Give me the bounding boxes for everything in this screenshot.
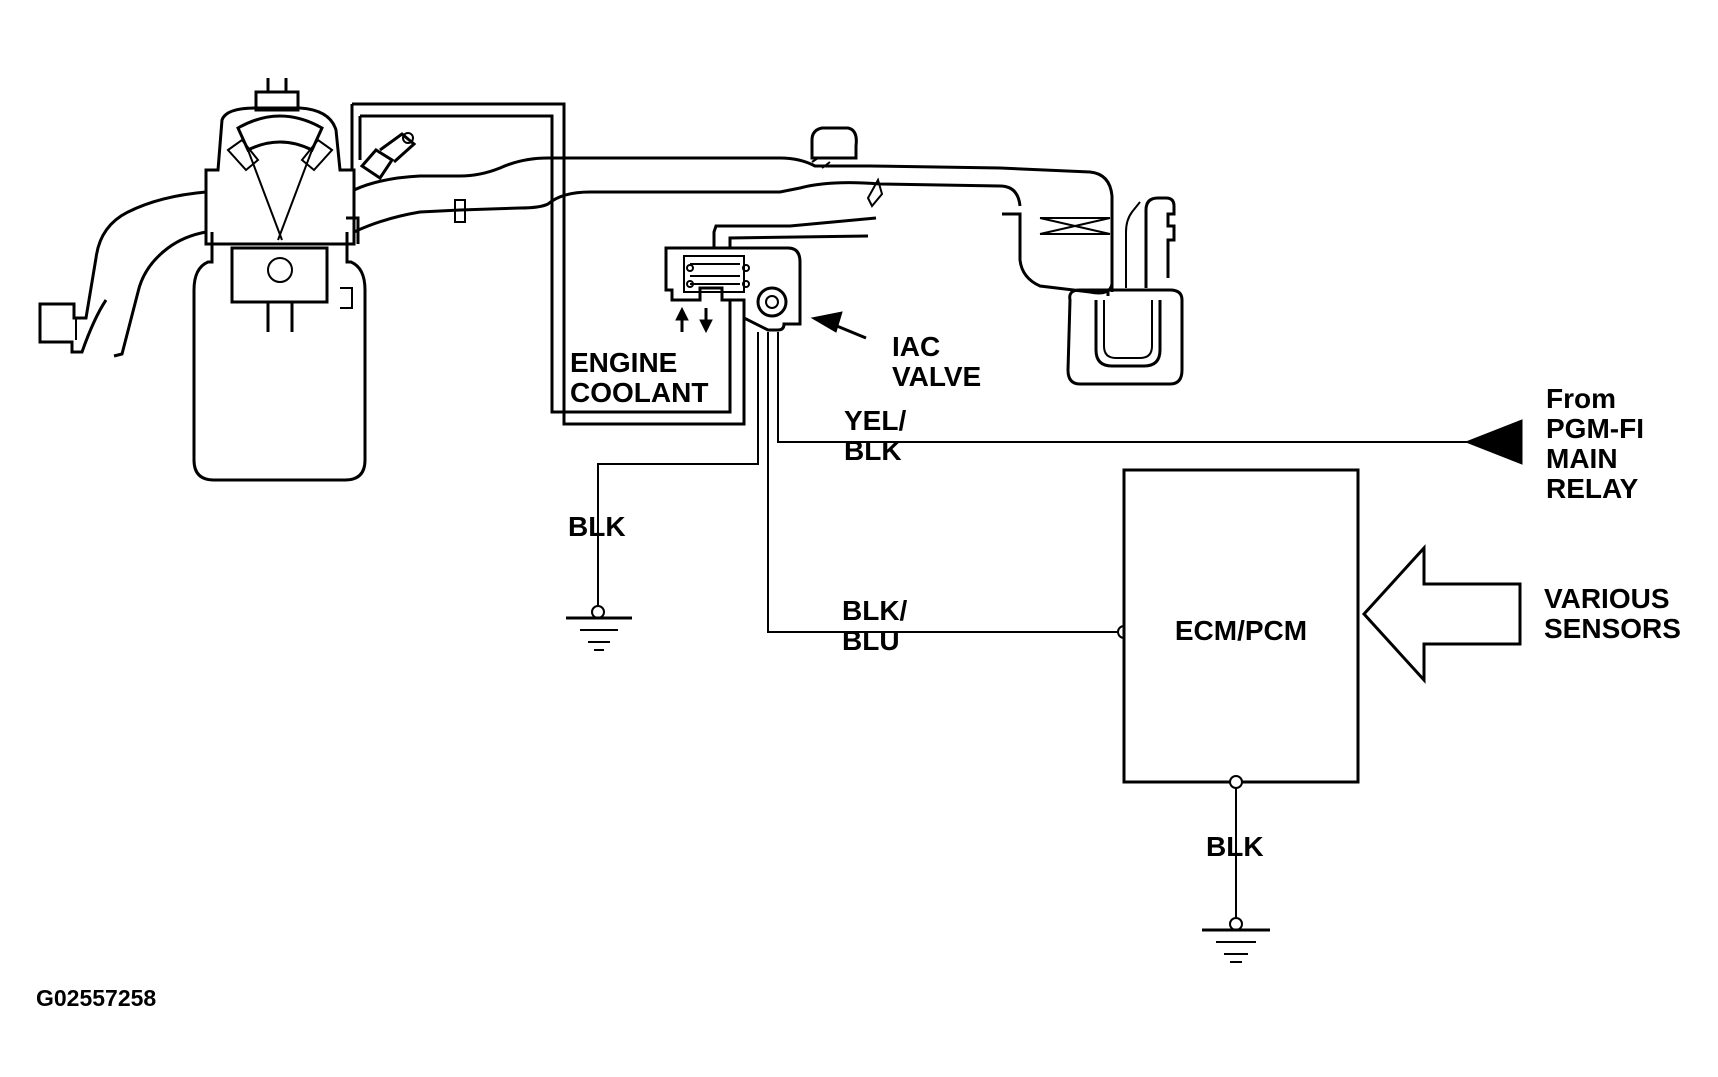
coolant-temp-sensor-icon: [359, 132, 417, 181]
ecm-ground-icon: [1216, 941, 1256, 963]
intake-air-duct: [38, 190, 207, 358]
iac-ground-icon: [580, 629, 618, 651]
ecm-pcm-label: ECM/PCM: [1175, 615, 1307, 646]
ecm-pcm-module: ECM/PCM: [1122, 468, 1360, 784]
various-sensors-arrow: VARIOUS SENSORS: [1361, 544, 1681, 684]
from-relay-label-line1: From: [1546, 383, 1616, 414]
iac-ground-wire: BLK: [566, 332, 759, 651]
various-sensors-label-line1: VARIOUS: [1544, 583, 1670, 614]
cylinder-head: [204, 78, 360, 246]
yel-blk-wire: YEL/ BLK: [777, 332, 1523, 466]
engine-coolant-label: ENGINE COOLANT: [570, 347, 708, 408]
iac-valve-body: [664, 216, 877, 334]
iac-valve-pointer: [810, 311, 867, 340]
iac-valve-label-line1: IAC: [892, 331, 940, 362]
engine-coolant-label-line1: ENGINE: [570, 347, 677, 378]
relay-input-arrow: [1464, 419, 1523, 465]
coolant-passage: [350, 102, 746, 426]
figure-code: G02557258: [36, 985, 156, 1011]
engine-cylinder-block: [192, 232, 367, 482]
blk-blu-wire: BLK/ BLU: [767, 332, 1131, 656]
engine-coolant-label-line2: COOLANT: [570, 377, 708, 408]
from-relay-label-line2: PGM-FI: [1546, 413, 1644, 444]
air-chamber: [1002, 196, 1184, 386]
intake-manifold: [353, 126, 1114, 258]
blk-blu-wire-label-line1: BLK/: [842, 595, 908, 626]
iac-valve-label-line2: VALVE: [892, 361, 981, 392]
ecm-ground-node: [1229, 775, 1243, 789]
iac-ground-wire-label: BLK: [568, 511, 626, 542]
from-relay-label-line3: MAIN: [1546, 443, 1618, 474]
ecm-ground-wire: BLK: [1202, 775, 1270, 963]
ecm-ground-wire-label: BLK: [1206, 831, 1264, 862]
from-relay-label: From PGM-FI MAIN RELAY: [1546, 383, 1644, 504]
iac-valve-label: IAC VALVE: [892, 331, 981, 392]
yel-blk-wire-label-line2: BLK: [844, 435, 902, 466]
yel-blk-wire-label-line1: YEL/: [844, 405, 906, 436]
various-sensors-label-line2: SENSORS: [1544, 613, 1681, 644]
engine-intake-assembly: [38, 78, 1184, 482]
blk-blu-wire-label-line2: BLU: [842, 625, 900, 656]
iac-ground-node: [591, 605, 605, 619]
from-relay-label-line4: RELAY: [1546, 473, 1639, 504]
